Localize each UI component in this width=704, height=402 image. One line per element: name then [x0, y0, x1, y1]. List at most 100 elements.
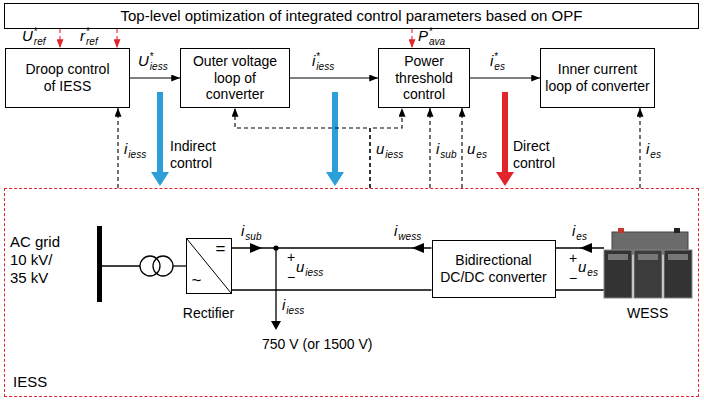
label-holder: iiess: [282, 296, 304, 317]
part-name: Rectifier: [183, 305, 234, 321]
label-holder: P*ava: [418, 27, 445, 47]
subscript: ref: [86, 37, 98, 47]
converter-box: Bidirectional DC/DC converter: [432, 240, 556, 298]
subscript: sub: [440, 149, 456, 160]
subscript: wess: [398, 231, 421, 242]
symbol-letter: u: [296, 258, 304, 275]
rectifier-symbol: =: [187, 239, 231, 259]
current-arrow: [271, 321, 281, 330]
label-holder: isub: [241, 222, 261, 243]
battery-module: [604, 250, 632, 298]
label-holder: AC grid 10 kV/ 35 kV: [10, 233, 72, 287]
grid-label: AC grid 10 kV/ 35 kV: [10, 233, 72, 287]
signal-name: i*iess: [312, 52, 334, 72]
system-region: IESS = ~ Rectifier Bidirectional DC/DC conve…: [4, 188, 699, 397]
signal-name: U*iess: [138, 52, 168, 72]
label-holder: −: [569, 270, 577, 287]
circuit-wire: [232, 247, 432, 248]
signal-name: iiess: [124, 140, 146, 161]
direct-arrow: [502, 92, 508, 174]
symbol-letter: P: [418, 27, 428, 44]
battery-module: [664, 250, 692, 298]
box-text: IESS: [13, 373, 47, 391]
signal-name: ies: [646, 140, 661, 161]
index-stack: *iess: [150, 52, 168, 72]
signal-arrow: [639, 108, 640, 188]
polarity-sign: −: [287, 269, 295, 286]
superscript: *: [316, 52, 334, 62]
signal-name: U*ref: [22, 27, 46, 47]
label-holder: ues: [467, 140, 487, 161]
box-text: Bidirectional DC/DC converter: [437, 252, 551, 286]
control-box: Droop control of IESS: [5, 48, 130, 108]
subscript: ava: [429, 37, 445, 47]
transformer-symbol: [153, 256, 173, 276]
superscript: *: [86, 27, 98, 37]
signal-name: isub: [436, 140, 456, 161]
symbol-letter: i: [124, 140, 127, 157]
signal-name: ues: [467, 140, 487, 161]
signal-name: isub: [241, 222, 261, 243]
voltage-label: 750 V (or 1500 V): [262, 336, 373, 353]
label-holder: ies: [646, 140, 661, 161]
label-holder: +: [287, 249, 295, 266]
symbol-letter: i: [394, 222, 397, 239]
rectifier-diagonal: [187, 239, 231, 293]
label-holder: iwess: [394, 222, 421, 243]
battery-module: [634, 250, 662, 298]
control-box: Outer voltage loop of converter: [180, 48, 290, 108]
control-box: Power threshold control: [378, 48, 470, 108]
battery-cap: [608, 254, 628, 260]
label-holder: U*ref: [22, 27, 46, 47]
label-holder: ies: [572, 222, 587, 243]
part-name: WESS: [627, 305, 668, 322]
subscript: iess: [316, 62, 334, 72]
signal-name: uiess: [296, 258, 323, 279]
symbol-letter: u: [376, 140, 384, 157]
transformer-symbol: [140, 256, 160, 276]
circuit-wire: [232, 289, 432, 290]
symbol-letter: r: [80, 27, 85, 44]
label-holder: U*iess: [138, 52, 168, 72]
battery-cap: [638, 254, 658, 260]
polarity-sign: +: [569, 250, 577, 267]
signal-name: ies: [572, 222, 587, 243]
superscript: *: [150, 52, 168, 62]
subscript: es: [494, 62, 505, 72]
symbol-letter: i: [312, 52, 315, 69]
signal-arrow: [461, 108, 462, 188]
superscript: *: [34, 27, 46, 37]
box-text: Inner current loop of converter: [545, 61, 650, 95]
rectifier-symbol: ~: [187, 271, 231, 291]
index-stack: *ref: [86, 27, 98, 47]
symbol-letter: u: [467, 140, 475, 157]
label-holder: i*es: [490, 52, 505, 72]
signal-arrow: [116, 29, 117, 48]
signal-name: uiess: [376, 140, 403, 161]
indirect-arrow: [332, 92, 338, 174]
subscript: iess: [385, 149, 403, 160]
signal-name: ues: [578, 258, 598, 279]
subscript: iess: [128, 149, 146, 160]
signal-arrow: [470, 77, 540, 78]
label-holder: r*ref: [80, 27, 98, 47]
signal-arrow: [59, 29, 60, 48]
indirect-arrowhead: [326, 172, 344, 186]
index-stack: *ava: [429, 27, 445, 47]
label-holder: WESS: [627, 305, 668, 322]
label-holder: +: [569, 250, 577, 267]
signal-arrow: [411, 29, 412, 48]
label-holder: Indirect control: [170, 138, 232, 172]
superscript: *: [429, 27, 445, 37]
signal-arrow: [290, 77, 378, 78]
subscript: iess: [305, 267, 323, 278]
signal-name: r*ref: [80, 27, 98, 47]
polarity-sign: −: [569, 270, 577, 287]
index-stack: *iess: [316, 52, 334, 72]
subscript: iess: [286, 305, 304, 316]
label-holder: ues: [578, 258, 598, 279]
box-text: Power threshold control: [383, 53, 465, 103]
wire: [556, 247, 604, 248]
subscript: es: [650, 149, 661, 160]
index-stack: *es: [494, 52, 505, 72]
